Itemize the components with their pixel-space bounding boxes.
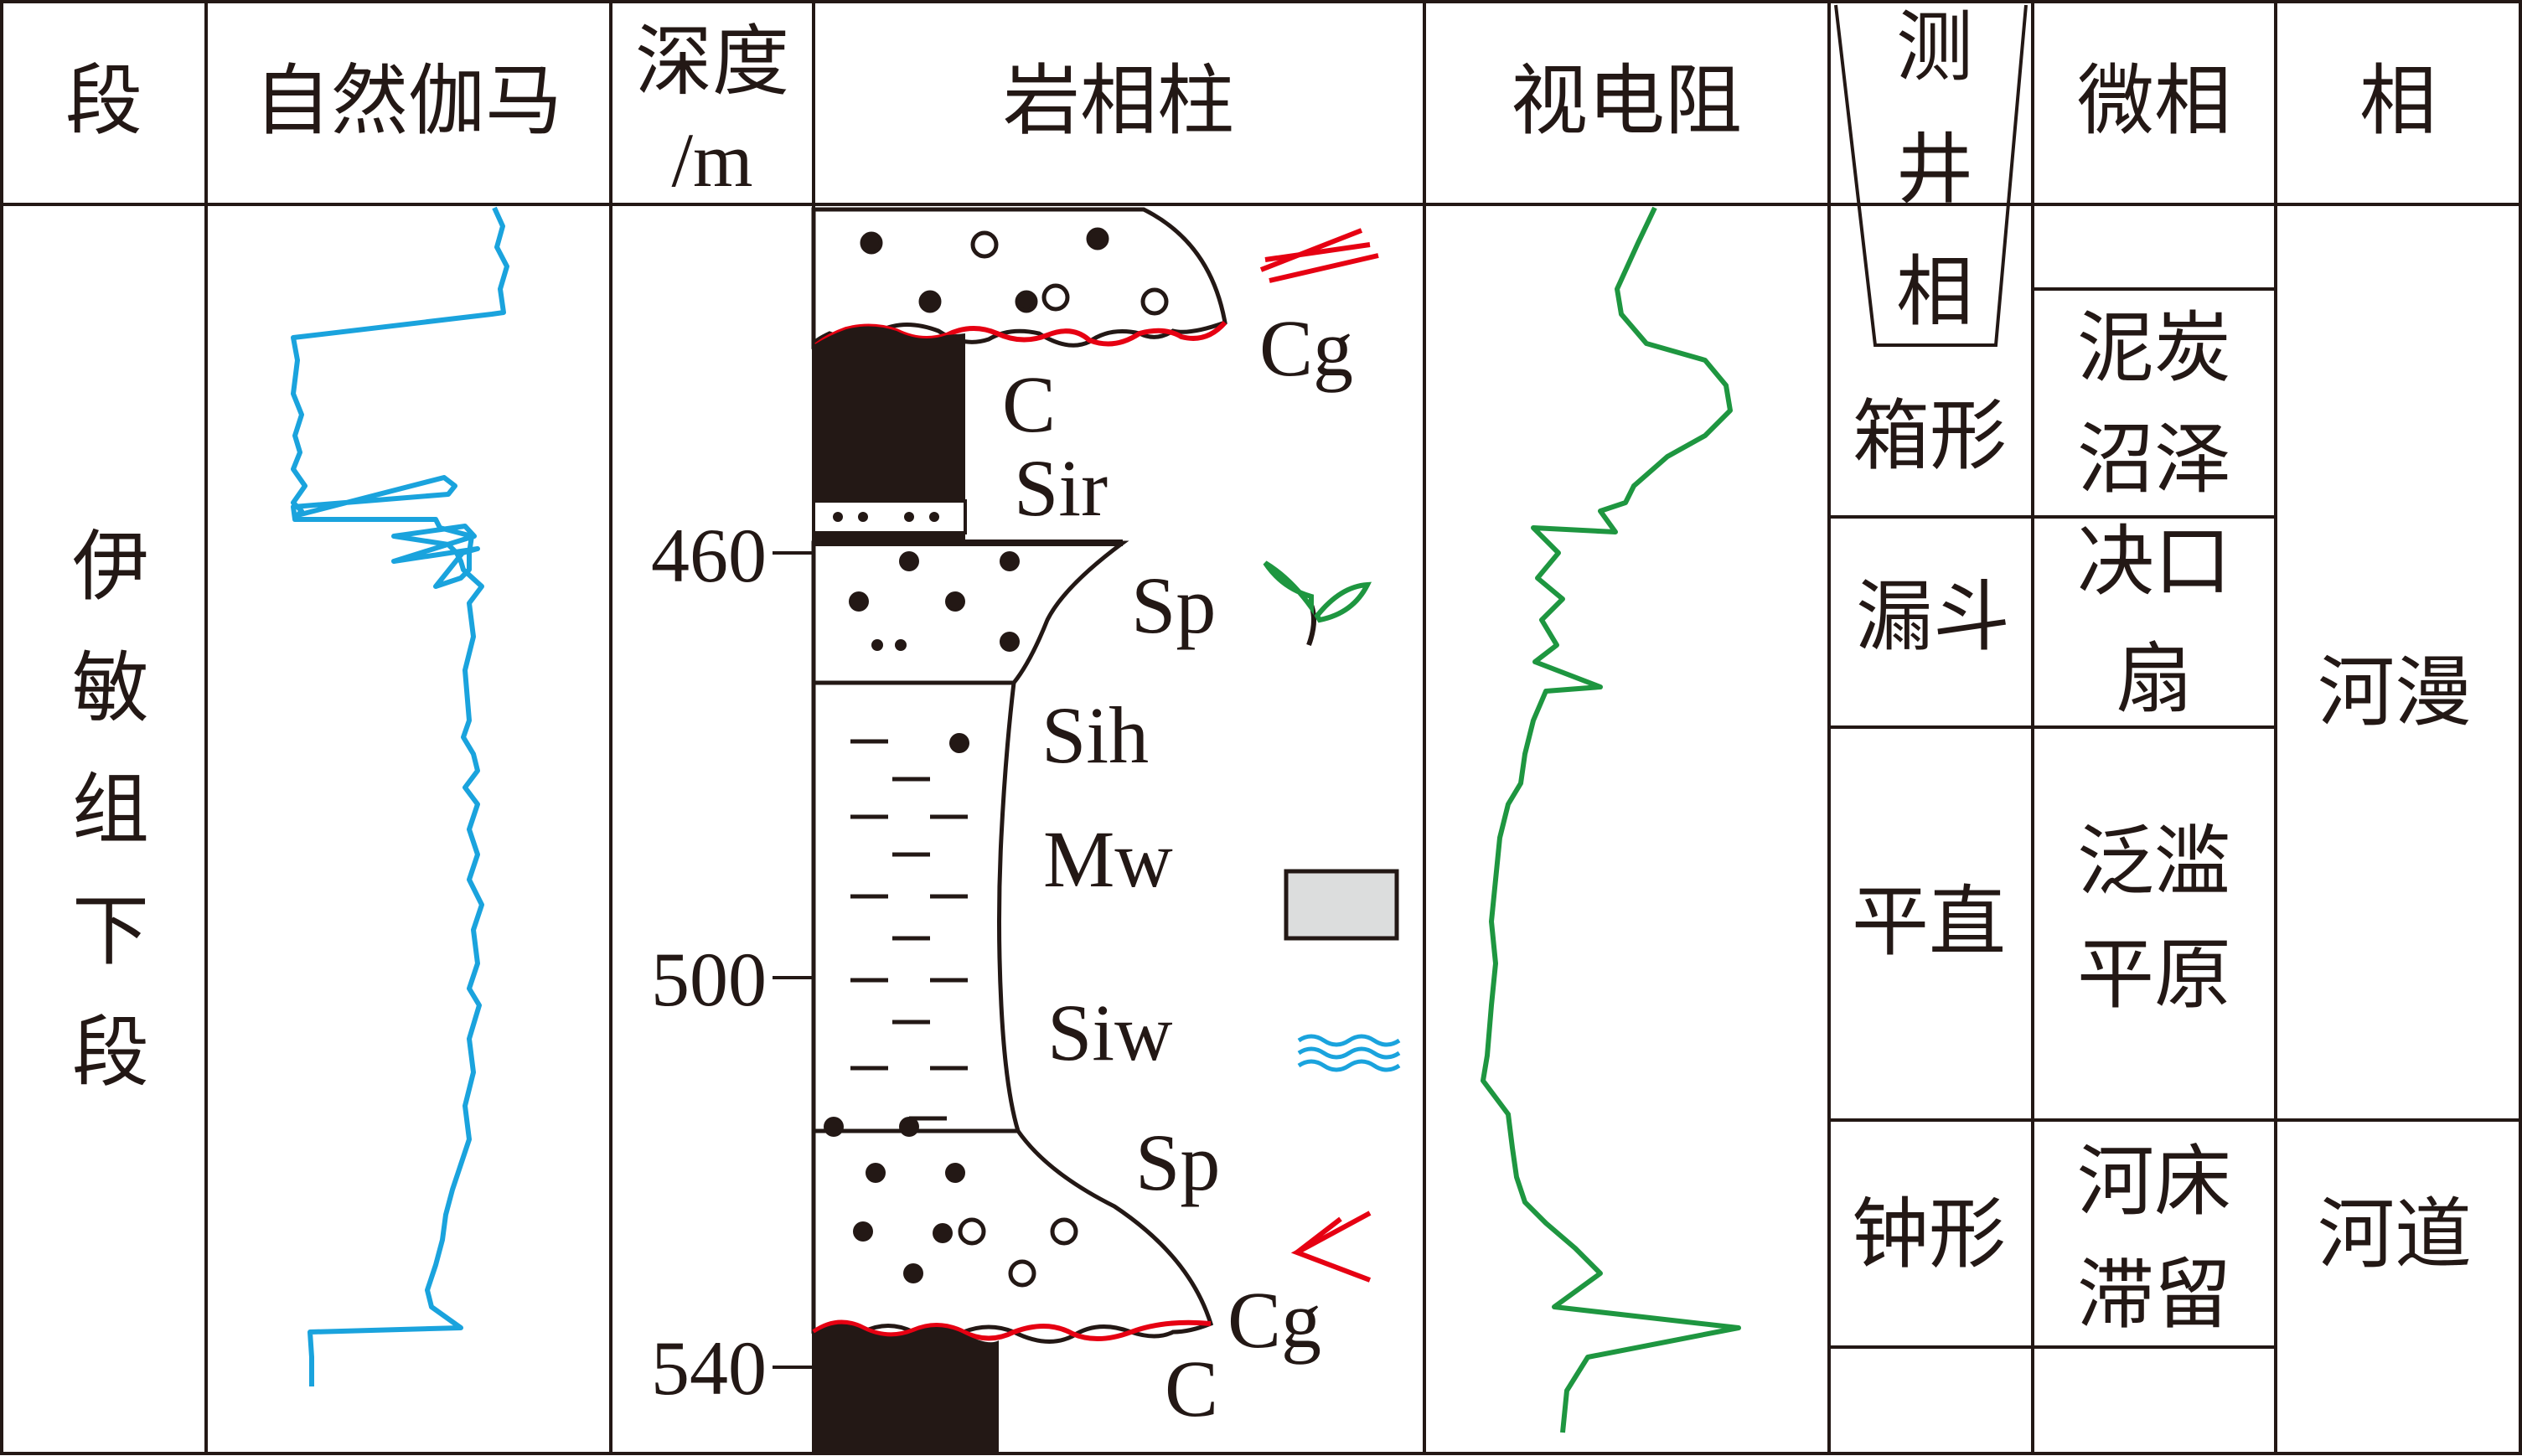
header-logfacies-2: 井: [1896, 125, 1973, 214]
svg-text:敏: 敏: [72, 643, 149, 733]
label-sih: Sih: [1041, 690, 1149, 780]
svg-text:平直: 平直: [1852, 877, 2006, 967]
svg-text:河道: 河道: [2318, 1190, 2472, 1279]
sandstone-upper: [811, 540, 1129, 685]
mudstone-middle: [811, 680, 1021, 1133]
gamma-ray-curve: [291, 206, 509, 1386]
svg-text:河漫: 河漫: [2318, 648, 2472, 737]
header-section: 段: [65, 56, 142, 146]
cross-bedding-icon: [1259, 228, 1379, 283]
header-lithology: 岩相柱: [1003, 56, 1234, 146]
svg-text:泛滥: 泛滥: [2077, 817, 2231, 906]
log-facies: 箱形 漏斗 平直 钟形: [1852, 391, 2010, 1279]
label-sir: Sir: [1014, 443, 1108, 533]
header-facies: 相: [2359, 56, 2437, 146]
log-facies-header-frame: [1834, 4, 2028, 347]
depth-tick-500: 500: [651, 937, 767, 1022]
svg-text:扇: 扇: [2116, 634, 2193, 724]
lithology-column: [811, 207, 1227, 1453]
header-resistivity: 视电阻: [1511, 56, 1742, 146]
svg-text:下: 下: [72, 886, 149, 976]
depth-axis: 460 500 540: [651, 513, 814, 1411]
cross-bedding-icon: [1290, 1211, 1372, 1283]
depth-tick-540: 540: [651, 1325, 767, 1411]
svg-text:沼泽: 沼泽: [2077, 415, 2231, 504]
header-logfacies-1: 测: [1896, 3, 1973, 92]
svg-text:箱形: 箱形: [1853, 391, 2007, 481]
label-mw: Mw: [1043, 814, 1173, 904]
coal-bottom: [814, 1324, 999, 1453]
facies: 河漫 河道: [2318, 648, 2472, 1279]
svg-text:漏斗: 漏斗: [1856, 572, 2010, 662]
sandstone-lower: [811, 1128, 1214, 1344]
svg-text:钟形: 钟形: [1852, 1190, 2006, 1279]
svg-text:泥炭: 泥炭: [2077, 303, 2231, 393]
label-cg-top: Cg: [1259, 303, 1353, 393]
depth-tick-460: 460: [651, 513, 767, 598]
label-sp-bottom: Sp: [1135, 1118, 1220, 1207]
plant-fossil-icon: [1263, 560, 1372, 647]
header-microfacies: 微相: [2077, 56, 2231, 146]
label-sp-top: Sp: [1131, 560, 1216, 650]
header-gamma: 自然伽马: [254, 56, 562, 146]
lithology-labels: Cg C Sir Sp Sih Mw Siw Sp Cg C: [1002, 303, 1353, 1433]
massive-bedding-icon: [1284, 869, 1399, 941]
svg-text:组: 组: [72, 765, 149, 854]
svg-text:河床: 河床: [2077, 1137, 2231, 1226]
wavy-bedding-icon: [1297, 1034, 1401, 1072]
svg-text:滞留: 滞留: [2077, 1250, 2231, 1340]
label-cg-bottom: Cg: [1227, 1275, 1321, 1365]
label-c-top: C: [1002, 359, 1056, 449]
svg-text:平原: 平原: [2077, 930, 2231, 1020]
header-depth: 深度: [635, 17, 789, 106]
coal-top: [814, 326, 965, 540]
header-depth-unit: /m: [671, 117, 752, 203]
svg-text:决口: 决口: [2077, 517, 2231, 607]
header-logfacies-3: 相: [1896, 247, 1973, 337]
microfacies: 泥炭 沼泽 决口 扇 泛滥 平原 河床 滞留: [2077, 303, 2231, 1340]
label-c-bottom: C: [1165, 1344, 1218, 1433]
svg-text:伊: 伊: [72, 522, 149, 612]
label-siw: Siw: [1047, 988, 1172, 1077]
resistivity-curve: [1481, 206, 1741, 1433]
svg-text:段: 段: [72, 1008, 149, 1097]
section-value: 伊 敏 组 下 段: [72, 522, 149, 1097]
erosion-surface-bottom: [812, 1319, 1212, 1342]
